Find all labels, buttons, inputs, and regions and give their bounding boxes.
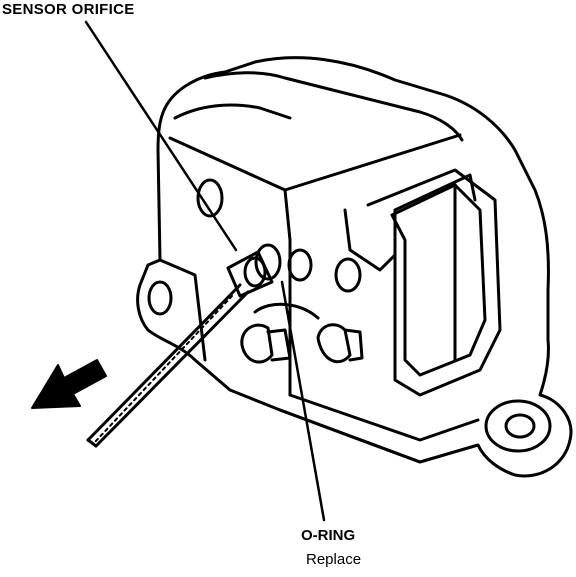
leader-line-sensor-orifice <box>84 20 238 252</box>
connector-pin-right-head <box>343 328 364 362</box>
face-hole-center <box>287 248 313 282</box>
right-boss-hole <box>504 413 536 439</box>
left-ear-hole <box>147 280 173 316</box>
leader-line-o-ring <box>280 280 326 522</box>
sensor-orifice <box>254 243 282 281</box>
connector-pin-right <box>316 323 352 364</box>
left-ear <box>158 258 207 362</box>
housing-top-edge <box>173 103 292 120</box>
label-o-ring-note: Replace <box>306 551 362 568</box>
label-o-ring: O-RING <box>301 527 356 544</box>
right-boss <box>484 399 552 453</box>
o-ring-body <box>226 250 274 298</box>
o-ring <box>243 256 267 288</box>
housing-top-ridge <box>203 71 464 142</box>
bottom-flange-lower <box>278 408 422 464</box>
label-sensor-orifice: SENSOR ORIFICE <box>2 1 135 18</box>
arrow-left-down-icon <box>31 359 107 409</box>
housing-outline <box>136 56 573 478</box>
pick-tool-icon <box>86 283 250 448</box>
face-hole-upper-left <box>196 178 224 218</box>
housing-front-corner <box>283 188 292 397</box>
side-recess-outer <box>366 168 502 397</box>
connector-pin-left-head <box>266 328 292 362</box>
face-hole-right <box>334 257 362 293</box>
connector-pin-left <box>240 323 274 364</box>
side-recess-inner <box>390 183 487 377</box>
bottom-flange <box>288 393 480 442</box>
